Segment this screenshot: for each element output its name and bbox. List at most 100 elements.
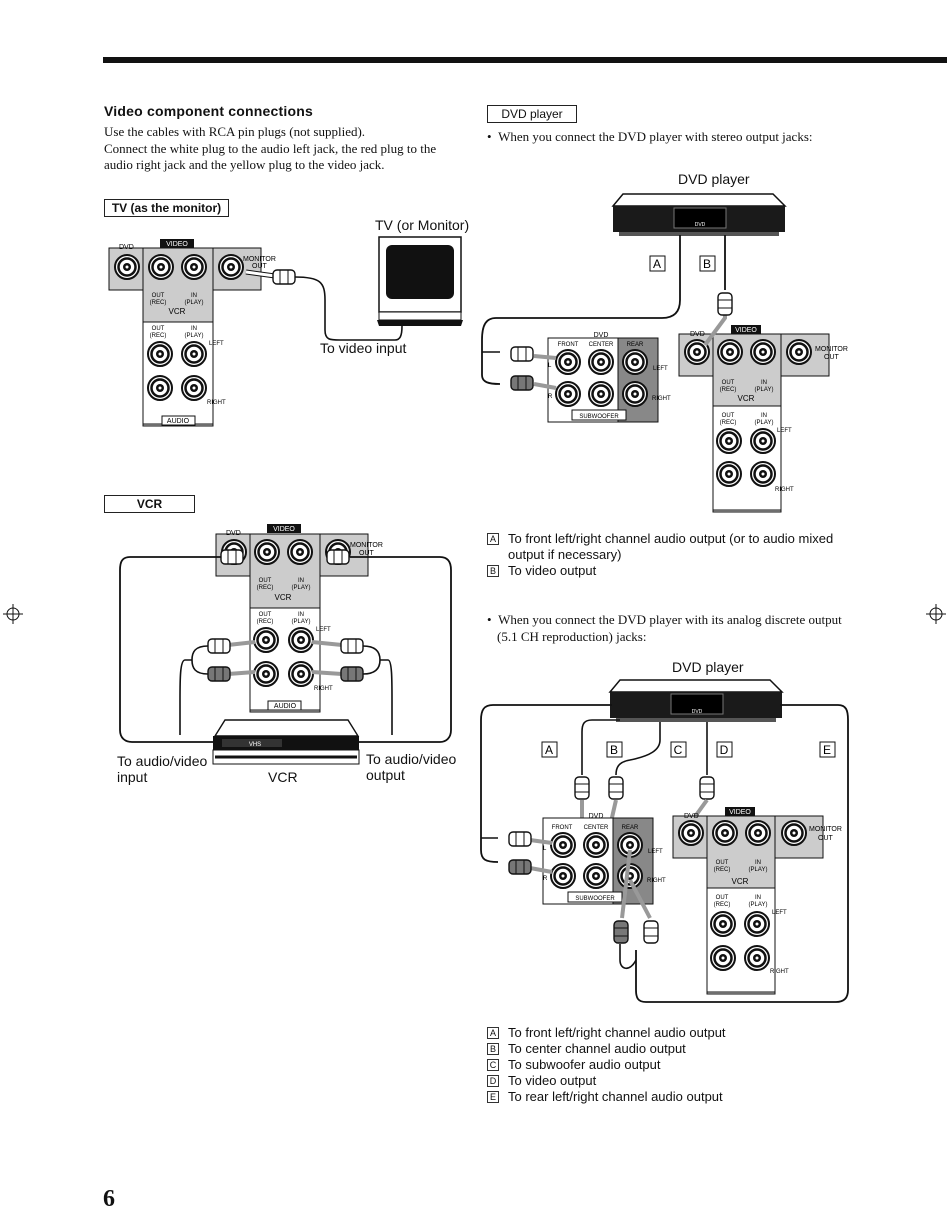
tv-monitor-illustration (377, 236, 463, 326)
front-label: FRONT (558, 342, 579, 348)
key-a: A (653, 257, 661, 271)
jack-audio-in-right (180, 374, 208, 402)
center-label: CENTER (584, 825, 609, 831)
panel-audio-block (142, 321, 214, 425)
rear-label: REAR (622, 825, 639, 831)
cable-to-tv (294, 276, 403, 341)
vcr-connection-diagram: VIDEO DVD MONITOR OUT OUT (REC) IN (PLAY… (119, 524, 452, 765)
to-av-output-label: To audio/video output (366, 751, 456, 783)
out-rec-label: OUT (259, 612, 272, 618)
out-rec-label: OUT (152, 293, 165, 299)
vcr-label: VCR (169, 307, 186, 316)
out-rec-label: (REC) (720, 420, 737, 426)
dvd-label: DVD (589, 813, 604, 820)
out-rec-label: (REC) (714, 902, 731, 908)
out-label: OUT (824, 354, 840, 361)
left-label: LEFT (648, 849, 663, 855)
bullet-dot: • (487, 129, 499, 144)
bullet-dot: • (487, 612, 499, 627)
legend-key: C (487, 1059, 499, 1071)
right-label: RIGHT (207, 400, 226, 406)
intro-line: Use the cables with RCA pin plugs (not s… (104, 124, 366, 139)
jack-audio-out-left (146, 340, 174, 368)
left-label: LEFT (777, 428, 792, 434)
monitor-label: MONITOR (815, 346, 848, 353)
left-label: LEFT (653, 366, 668, 372)
in-play-label: IN (761, 380, 767, 386)
dvd-stereo-diagram: DVD A B DVD FRONT CENTER REAR L R LEFT R… (481, 193, 848, 513)
bullet-stereo: • When you connect the DVD player with s… (487, 129, 813, 146)
out-rec-label: (REC) (257, 619, 274, 625)
subwoofer-label: SUBWOOFER (575, 896, 615, 902)
video-tag-text: VIDEO (273, 526, 295, 533)
left-label: LEFT (209, 341, 224, 347)
monitor-label: MONITOR (809, 826, 842, 833)
legend-key: D (487, 1075, 499, 1087)
in-play-label: (PLAY) (185, 333, 204, 339)
out-label: OUT (818, 835, 834, 842)
tv-box-label: TV (as the monitor) (104, 199, 229, 217)
out-rec-label: OUT (722, 413, 735, 419)
to-av-input-line: input (117, 769, 148, 785)
section-heading: Video component connections (104, 103, 313, 119)
to-av-output-line: To audio/video (366, 751, 457, 767)
in-play-label: (PLAY) (749, 902, 768, 908)
out-label: OUT (359, 550, 375, 557)
out-rec-label: (REC) (257, 585, 274, 591)
in-play-label: IN (191, 293, 197, 299)
in-play-label: (PLAY) (292, 619, 311, 625)
out-rec-label: OUT (716, 860, 729, 866)
in-play-label: IN (761, 413, 767, 419)
video-tag-text: VIDEO (735, 327, 757, 334)
legend-text: To front left/right channel audio output… (508, 531, 834, 546)
to-av-input-line: To audio/video (117, 753, 208, 769)
right-label: RIGHT (652, 396, 671, 402)
rear-label: REAR (627, 342, 644, 348)
key-a: A (545, 743, 553, 757)
intro-line: Connect the white plug to the audio left… (104, 140, 437, 156)
l-label: L (548, 363, 552, 369)
right-label: RIGHT (647, 878, 666, 884)
intro-line: audio right jack and the yellow plug to … (104, 157, 385, 172)
bullet-discrete-line: (5.1 CH reproduction) jacks: (497, 628, 647, 644)
l-label: L (543, 846, 547, 852)
out-rec-label: OUT (259, 578, 272, 584)
front-label: FRONT (552, 825, 573, 831)
r-label: R (543, 876, 548, 882)
in-play-label: (PLAY) (749, 867, 768, 873)
in-play-label: IN (298, 578, 304, 584)
to-av-input-label: To audio/video input (117, 753, 207, 785)
out-rec-label: (REC) (720, 387, 737, 393)
left-label: LEFT (316, 627, 331, 633)
video-tag (160, 239, 194, 248)
audio-label: AUDIO (274, 703, 297, 710)
dvd-box-label: DVD player (487, 105, 577, 123)
key-e: E (823, 743, 831, 757)
legend-text: output if necessary) (508, 547, 622, 562)
bullet-discrete: • When you connect the DVD player with i… (487, 612, 842, 645)
jack-audio-in-left (180, 340, 208, 368)
legend-key: E (487, 1091, 499, 1103)
key-c: C (674, 743, 683, 757)
jack-video-out (147, 253, 175, 281)
jack-monitor-out (217, 253, 245, 281)
vcr-caption: VCR (268, 769, 298, 785)
right-label: RIGHT (770, 969, 789, 975)
dvd-label: DVD (119, 244, 134, 251)
dvd-label: DVD (690, 331, 705, 338)
legend-text: To subwoofer audio output (508, 1057, 661, 1072)
intro-paragraph: Use the cables with RCA pin plugs (not s… (104, 124, 464, 174)
registration-mark-left (3, 604, 23, 624)
vcr-box-label: VCR (104, 495, 195, 513)
in-play-label: IN (191, 326, 197, 332)
in-play-label: IN (755, 895, 761, 901)
tv-connection-diagram: VIDEO DVD MONITOR OUT OUT (REC) IN (PLAY… (108, 236, 463, 427)
audio-label: AUDIO (167, 418, 190, 425)
